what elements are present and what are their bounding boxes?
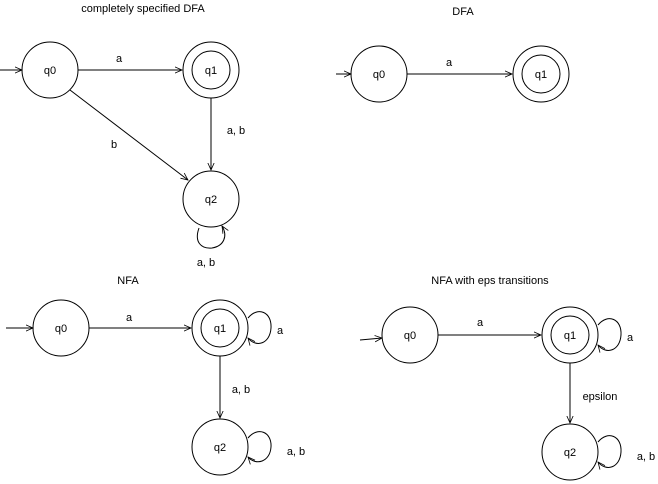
transition-label: a	[446, 57, 453, 69]
diagram-title: NFA with eps transitions	[431, 275, 549, 287]
state-q1: q1	[541, 306, 599, 364]
state-q0: q0	[350, 45, 408, 103]
state-label: q2	[564, 447, 576, 459]
state-label: q1	[535, 69, 547, 81]
diagram-3: NFA q0 q1 q2 a a a, b a, b	[6, 275, 305, 476]
accepting-ring	[200, 308, 240, 348]
transition-label: epsilon	[583, 391, 618, 403]
state-label: q0	[44, 65, 56, 77]
transition-label: a, b	[227, 125, 245, 137]
transition-label: a	[126, 312, 133, 324]
accepting-ring	[521, 54, 561, 94]
state-q0: q0	[381, 306, 439, 364]
state-q0: q0	[32, 299, 90, 357]
state-q2: q2	[541, 423, 599, 481]
state-label: q1	[205, 65, 217, 77]
state-q1: q1	[182, 41, 240, 99]
transition-label: a	[116, 53, 123, 65]
diagram-4: NFA with eps transitions q0 q1 q2 a a epsilon a…	[359, 275, 655, 481]
state-label: q2	[205, 194, 217, 206]
transition-label: a	[277, 325, 284, 337]
diagram-2: DFA q0 q1 a	[336, 6, 570, 103]
state-circle	[182, 170, 240, 228]
self-loop-q2	[598, 435, 622, 468]
diagram-1: completely specified DFA q0 q1 q2 a b a, b a, b	[0, 3, 245, 269]
diagram-title: DFA	[452, 6, 474, 18]
state-label: q0	[55, 323, 67, 335]
transition-label: a, b	[232, 384, 250, 396]
accepting-ring	[550, 315, 590, 355]
self-loop-q2	[248, 431, 272, 462]
transition-q0-q2	[69, 89, 188, 180]
start-arrow	[359, 338, 382, 340]
diagram-title: completely specified DFA	[81, 3, 205, 15]
state-label: q2	[214, 442, 226, 454]
self-loop-q2	[196, 226, 224, 249]
self-loop-q1	[248, 311, 272, 344]
state-q1: q1	[512, 45, 570, 103]
state-circle	[191, 418, 249, 476]
state-circle	[512, 45, 570, 103]
transition-label: a	[477, 317, 484, 329]
state-q2: q2	[191, 418, 249, 476]
diagram-title: NFA	[117, 275, 139, 287]
state-q2: q2	[182, 170, 240, 228]
state-q1: q1	[191, 299, 249, 357]
transition-label: a	[627, 332, 634, 344]
self-loop-q1	[598, 318, 622, 351]
transition-label: b	[111, 139, 117, 151]
state-label: q1	[214, 323, 226, 335]
state-circle	[541, 423, 599, 481]
state-label: q0	[404, 330, 416, 342]
state-label: q0	[373, 69, 385, 81]
state-label: q1	[564, 330, 576, 342]
accepting-ring	[191, 50, 231, 90]
transition-label: a, b	[287, 446, 305, 458]
state-q0: q0	[21, 41, 79, 99]
transition-label: a, b	[197, 257, 215, 269]
transition-label: a, b	[637, 451, 655, 463]
